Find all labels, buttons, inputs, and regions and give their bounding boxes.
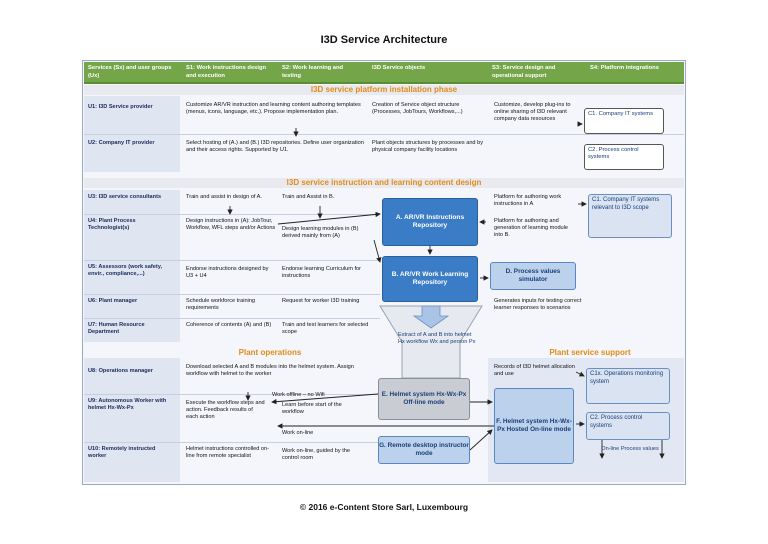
box-a-label: A. AR/VR Instructions Repository [395, 214, 465, 229]
cell-u7-s2: Train and test learners for selected sco… [282, 322, 369, 335]
page-title: I3D Service Architecture [320, 34, 448, 46]
users-column-3 [84, 358, 180, 482]
header-s4: S4: Platform integrations [590, 65, 659, 71]
cell-u8-s12: Download selected A and B modules into t… [186, 364, 354, 377]
header-objects: I3D Service objects [372, 65, 426, 71]
box-b-learning-repository: B. AR/VR Work Learning Repository [382, 256, 478, 302]
user-u5: U5: Assessors (work safety, envir., comp… [88, 264, 162, 277]
cell-u3-s2: Train and Assist in B. [282, 194, 335, 200]
box-e-label: E. Helmet system Hx-Wx-Px Off-line mode [381, 391, 467, 406]
user-u1: U1: I3D Service provider [88, 104, 153, 110]
user-u4: U4: Plant Process Technologist(s) [88, 218, 136, 231]
cell-u9-online: Work on-line [282, 430, 314, 436]
phase-install: I3D service platform installation phase [84, 85, 684, 95]
row-separator [84, 260, 380, 261]
cell-u9-s1: Execute the workflow steps and action. F… [186, 400, 265, 420]
cell-u6-s1: Schedule workforce training requirements [186, 298, 256, 311]
phase-plant-ops: Plant operations [238, 348, 302, 357]
box-f-helmet-hosted: F. Helmet system Hx-Wx-Px Hosted On-line… [494, 388, 574, 464]
header-s1: S1: Work instructions design and executi… [186, 65, 267, 79]
box-a-instructions-repository: A. AR/VR Instructions Repository [382, 198, 478, 246]
box-g-remote-desktop: G. Remote desktop instructor mode [378, 436, 470, 464]
header-row [84, 62, 684, 84]
row-separator [84, 294, 380, 295]
box-g-label: G. Remote desktop instructor mode [379, 442, 469, 457]
cell-s3-generates: Generates inputs for testing correct lea… [494, 298, 582, 311]
cell-u4-s2: Design learning modules in (B) derived m… [282, 226, 359, 239]
user-u8: U8: Operations manager [88, 368, 153, 374]
cell-u9-offline: Work offline – no Wifi [272, 392, 325, 398]
box-c1-company-it: C1. Company IT systems [584, 108, 664, 134]
cell-u1-s3: Customize, develop plug-ins to online sh… [494, 102, 571, 122]
users-column-2 [84, 190, 180, 342]
box-c1x-operations-monitoring: C1x. Operations monitoring system [586, 368, 670, 404]
extract-text: Extract of A and B into helmet Hx workfl… [398, 332, 476, 345]
box-b-label: B. AR/VR Work Learning Repository [391, 271, 469, 286]
cell-u2-s12: Select hosting of (A.) and (B.) I3D repo… [186, 140, 364, 153]
cell-u7-s1: Coherence of contents (A) and (B) [186, 322, 272, 328]
box-c2-process-control: C2. Process control systems [584, 144, 664, 170]
header-s2: S2: Work learning and testing [282, 65, 344, 79]
row-separator [84, 394, 380, 395]
box-d-process-simulator: D. Process values simulator [490, 262, 576, 290]
online-process-values: On-line Process values [601, 446, 659, 452]
header-s3: S3: Service design and operational suppo… [492, 65, 556, 79]
row-separator [84, 318, 380, 319]
user-u7: U7: Human Resource Department [88, 322, 145, 335]
row-separator [84, 442, 380, 443]
box-f-label: F. Helmet system Hx-Wx-Px Hosted On-line… [496, 418, 572, 433]
user-u9: U9: Autonomous Worker with helmet Hx-Wx-… [88, 398, 167, 411]
cell-s3-authoring-a: Platform for authoring work instructions… [494, 194, 562, 207]
cell-u1-objects: Creation of Service object structure (Pr… [372, 102, 463, 115]
header-services: Services (Sx) and user groups (Ux) [88, 65, 172, 79]
box-c1-scope: C1. Company IT systems relevant to I3D s… [588, 194, 672, 238]
cell-u4-s1: Design instructions in (A): JobTour, Wor… [186, 218, 276, 231]
extract-funnel-shape [379, 305, 483, 379]
user-u2: U2: Company IT provider [88, 140, 155, 146]
cell-u9-learn: Learn before start of the workflow [282, 402, 342, 415]
box-d-label: D. Process values simulator [505, 268, 561, 283]
cell-u5-s1: Endorse instructions designed by U3 + U4 [186, 266, 269, 279]
box-e-helmet-offline: E. Helmet system Hx-Wx-Px Off-line mode [378, 378, 470, 420]
row-separator [84, 134, 684, 135]
phase-plant-support: Plant service support [549, 348, 631, 357]
cell-u3-s1: Train and assist in design of A. [186, 194, 262, 200]
footer-copyright: © 2016 e-Content Store Sarl, Luxembourg [299, 502, 469, 512]
cell-u6-s2: Request for worker I3D training [282, 298, 360, 304]
cell-u10-s2: Work on-line, guided by the control room [282, 448, 350, 461]
cell-u2-objects: Plant objects structures by processes an… [372, 140, 483, 153]
cell-u10-s1: Helmet instructions controlled on-line f… [186, 446, 270, 459]
box-c2-process-control-ops: C2. Process control systems [586, 412, 670, 440]
cell-u1-s12: Customize AR/VR instruction and learning… [186, 102, 361, 115]
cell-s3-records: Records of I3D helmet allocation and use [494, 364, 575, 377]
user-u6: U6: Plant manager [88, 298, 138, 304]
user-u10: U10: Remotely instructed worker [88, 446, 156, 459]
phase-instruction: I3D service instruction and learning con… [84, 178, 684, 188]
cell-u5-s2: Endorse learning Curriculum for instruct… [282, 266, 361, 279]
cell-s3-authoring-b: Platform for authoring and generation of… [494, 218, 569, 238]
user-u3: U3: I3D service consultants [88, 194, 162, 200]
